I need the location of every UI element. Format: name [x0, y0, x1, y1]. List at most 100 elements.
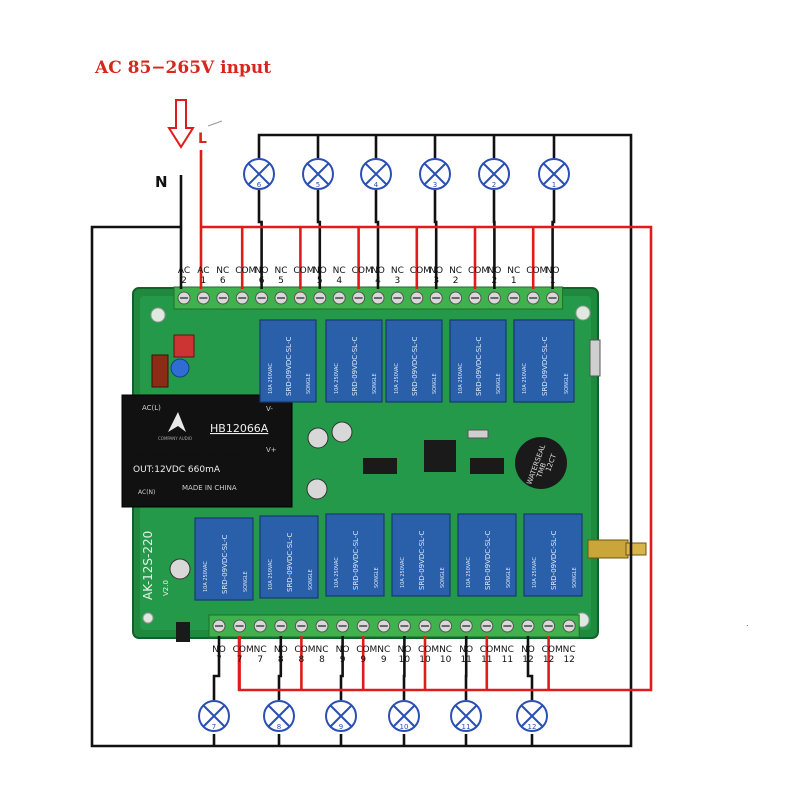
- lamp-number: 1: [552, 181, 556, 189]
- relay-part-text: SRD-09VDC-SL-C: [541, 337, 549, 396]
- terminal-screw[interactable]: [313, 291, 327, 305]
- side-switch: [589, 339, 601, 377]
- lamp-to-no-wire: [433, 190, 438, 289]
- relay-part-text: SRD-09VDC-SL-C: [221, 535, 229, 594]
- terminal-label: NC: [390, 266, 404, 276]
- terminal-label: 7: [236, 655, 243, 665]
- terminal-label: NO: [521, 645, 535, 655]
- relay-rating-text: 10A 250VAC: [466, 557, 472, 588]
- capacitor: [170, 358, 190, 378]
- terminal-screw[interactable]: [526, 291, 540, 305]
- terminal-screw[interactable]: [235, 291, 249, 305]
- terminal-screw[interactable]: [449, 291, 463, 305]
- lamp-number: 6: [257, 181, 262, 189]
- relay-part-text: SRD-09VDC-SL-C: [352, 531, 360, 590]
- terminal-screw[interactable]: [542, 619, 556, 633]
- wires: [90, 133, 653, 748]
- terminal-screw[interactable]: [293, 291, 307, 305]
- terminal-label: 2: [452, 276, 459, 286]
- fuse: [151, 354, 169, 388]
- stray-dot: .: [746, 619, 749, 628]
- terminal-screw[interactable]: [212, 619, 226, 633]
- bottom-terminal-block: [208, 614, 580, 638]
- terminal-label: COM: [418, 645, 440, 655]
- terminal-screw[interactable]: [336, 619, 350, 633]
- terminal-screw[interactable]: [507, 291, 521, 305]
- terminal-screw[interactable]: [356, 619, 370, 633]
- terminal-label: NC: [449, 266, 463, 276]
- terminal-screw[interactable]: [216, 291, 230, 305]
- terminal-screw[interactable]: [500, 619, 514, 633]
- lamp-to-no-wire: [257, 190, 263, 289]
- terminal-screw[interactable]: [177, 291, 191, 305]
- lamp-icon: 11: [450, 700, 482, 732]
- terminal-screw[interactable]: [468, 291, 482, 305]
- lamp-number: 2: [492, 181, 496, 189]
- power-module-logo-icon: [168, 412, 186, 432]
- terminal-screw[interactable]: [274, 619, 288, 633]
- terminal-screw[interactable]: [429, 291, 443, 305]
- relay-rating-text: 10A 250VAC: [203, 561, 209, 592]
- input-tick: [207, 120, 223, 127]
- terminal-screw[interactable]: [521, 619, 535, 633]
- lamp-icon: 4: [360, 158, 392, 190]
- terminal-label: NC: [507, 266, 521, 276]
- relay-part-text: SRD-09VDC-SL-C: [351, 337, 359, 396]
- terminal-screw[interactable]: [418, 619, 432, 633]
- terminal-label: NC: [216, 266, 230, 276]
- terminal-screw[interactable]: [196, 291, 210, 305]
- capacitor: [331, 421, 353, 443]
- terminal-screw[interactable]: [315, 619, 329, 633]
- lamp-number: 5: [316, 181, 320, 189]
- terminal-screw[interactable]: [390, 291, 404, 305]
- terminal-label: 10: [439, 655, 452, 665]
- lamp-icon: 8: [263, 700, 295, 732]
- terminal-label: AC: [197, 266, 210, 276]
- terminal-label: 9: [380, 655, 387, 665]
- terminal-label: 1: [549, 276, 556, 286]
- terminal-label: NO: [212, 645, 226, 655]
- terminal-label: 8: [277, 655, 284, 665]
- capacitor: [306, 478, 328, 500]
- input-arrow-icon: [167, 99, 195, 149]
- terminal-screw[interactable]: [377, 619, 391, 633]
- terminal-label: 8: [319, 655, 325, 665]
- terminal-screw[interactable]: [255, 291, 269, 305]
- terminal-screw[interactable]: [253, 619, 267, 633]
- terminal-screw[interactable]: [459, 619, 473, 633]
- relay-rating-text: 10A 250VAC: [268, 559, 274, 590]
- power-module-brand: COMPANY AUDIO: [158, 436, 192, 441]
- terminal-label: NO: [254, 266, 269, 276]
- terminal-label: 3: [394, 276, 401, 286]
- terminal-screw[interactable]: [352, 291, 366, 305]
- terminal-screw[interactable]: [439, 619, 453, 633]
- terminal-label: NO: [312, 266, 327, 276]
- terminal-screw[interactable]: [294, 619, 308, 633]
- relay-part-text: SRD-09VDC-SL-C: [418, 531, 426, 590]
- terminal-label: NC: [253, 645, 267, 655]
- terminal-screw[interactable]: [410, 291, 424, 305]
- terminal-screw[interactable]: [562, 619, 576, 633]
- terminal-screw[interactable]: [233, 619, 247, 633]
- terminal-label: NC: [274, 266, 288, 276]
- terminal-screw[interactable]: [480, 619, 494, 633]
- terminal-label: COM: [468, 266, 490, 276]
- terminal-screw[interactable]: [546, 291, 560, 305]
- terminal-screw[interactable]: [332, 291, 346, 305]
- terminal-screw[interactable]: [274, 291, 288, 305]
- relay-part-text: SRD-09VDC-SL-C: [411, 337, 419, 396]
- lamp-icon: 6: [243, 158, 275, 190]
- side-connector: [176, 622, 190, 642]
- live-wire-label: L: [198, 131, 207, 147]
- relay-brand-text: SONGLE: [306, 373, 312, 394]
- terminal-screw[interactable]: [371, 291, 385, 305]
- terminal-label: 6: [219, 276, 226, 286]
- buzzer: WATERSEAL TMB 12CT: [515, 437, 567, 489]
- terminal-screw[interactable]: [487, 291, 501, 305]
- terminal-screw[interactable]: [397, 619, 411, 633]
